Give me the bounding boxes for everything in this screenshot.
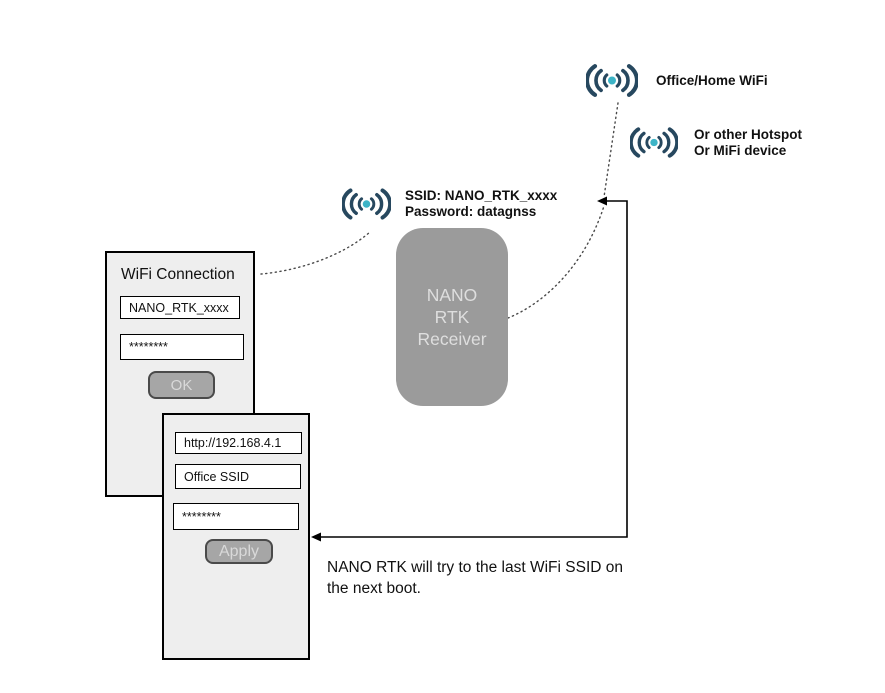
ssid-field[interactable] [120,296,240,319]
nano-rtk-receiver-box: NANO RTK Receiver [396,228,508,406]
password-field[interactable] [120,334,244,360]
office-wifi-label: Office/Home WiFi [656,72,768,88]
ok-button[interactable]: OK [148,371,215,399]
dotted-curve-dialog-to-ap [260,231,371,275]
device-name: NANO RTK Receiver [417,285,487,349]
web-config-dialog: Apply [162,413,310,660]
nano-ap-label: SSID: NANO_RTK_xxxx Password: datagnss [405,188,558,219]
hotspot-node: Or other Hotspot Or MiFi device [630,124,802,161]
dotted-curve-device-to-junction [507,205,605,319]
wifi-icon [630,127,678,158]
arrowhead-at-junction [597,196,607,206]
office-wifi-node: Office/Home WiFi [586,61,768,100]
url-field[interactable] [175,432,302,454]
password-field[interactable] [173,503,299,530]
boot-note: NANO RTK will try to the last WiFi SSID … [327,559,623,597]
office-ssid-field[interactable] [175,464,301,489]
apply-button[interactable]: Apply [205,539,273,564]
wifi-icon [586,64,638,97]
wifi-connection-title: WiFi Connection [121,266,235,283]
arrowhead-at-dialog [311,532,321,542]
nano-ap-node: SSID: NANO_RTK_xxxx Password: datagnss [342,186,557,222]
dotted-line-office-to-junction [603,102,619,198]
hotspot-label: Or other Hotspot Or MiFi device [694,126,802,158]
wifi-icon [342,188,391,220]
